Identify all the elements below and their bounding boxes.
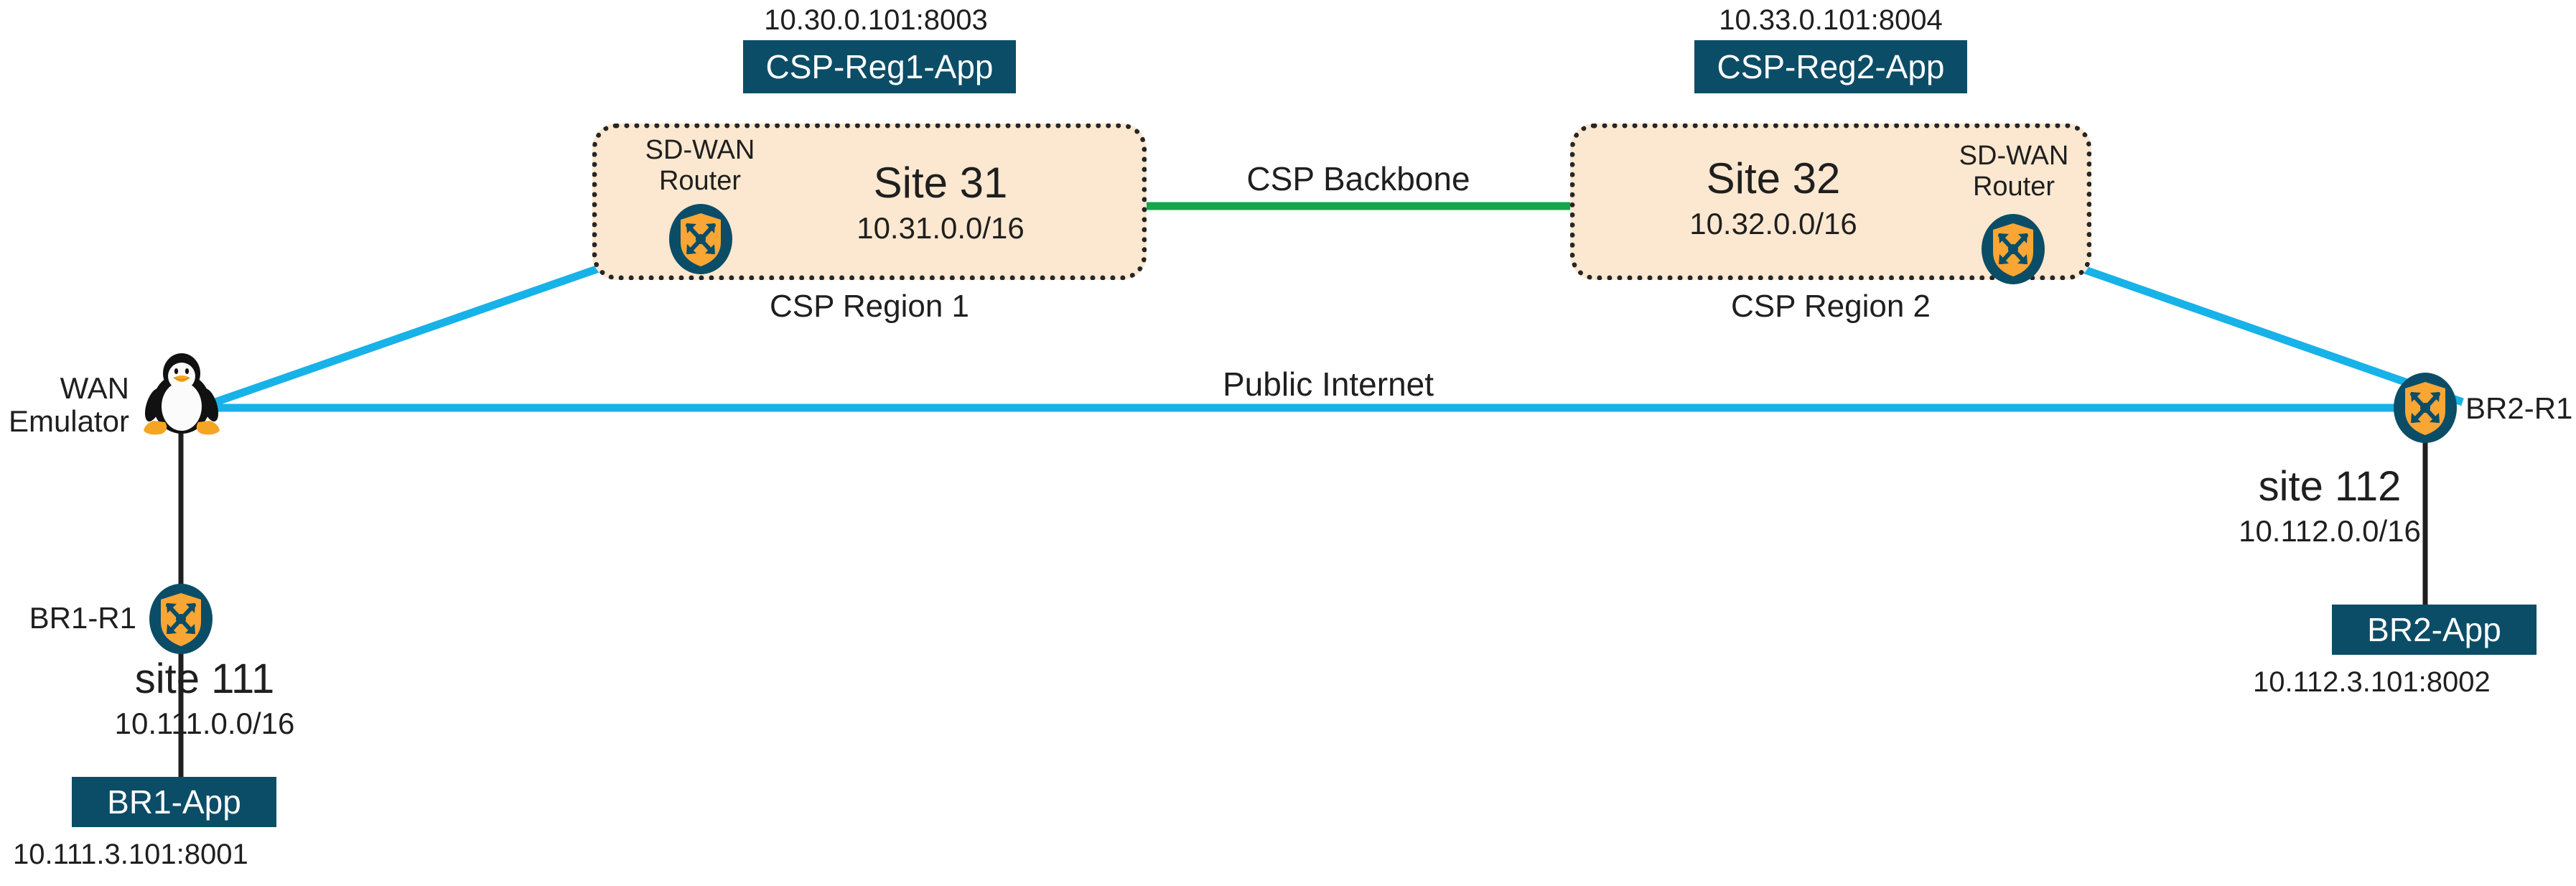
csp-reg1-app-chip[interactable]: CSP-Reg1-App [743,40,1016,93]
sdwan-router-icon[interactable] [1980,213,2046,285]
csp-region-1-site-cidr: 10.31.0.0/16 [857,211,1025,245]
sdwan-router-icon[interactable] [148,583,214,655]
sdwan-label-line2: Router [1972,171,2055,202]
sdwan-router-icon[interactable] [668,203,734,275]
sdwan-label-line1: SD-WAN [645,135,755,165]
branch-1-site-name: site 111 [134,656,275,702]
csp-region-1-sdwan-router-label: SD-WAN Router [617,135,783,196]
csp-region-2-site-cidr: 10.32.0.0/16 [1689,207,1857,241]
sdwan-label-line2: Router [658,165,742,196]
linux-penguin-icon[interactable] [138,352,225,438]
br2-r1-label: BR2-R1 [2465,391,2573,425]
br1-r1-label: BR1-R1 [29,601,136,635]
branch-1-site-cidr: 10.111.0.0/16 [114,707,295,740]
csp-region-2-site-title: Site 32 [1706,154,1841,202]
csp-region-1-caption: CSP Region 1 [769,289,970,324]
public-internet-caption: Public Internet [1222,365,1434,403]
br2-app-endpoint: 10.112.3.101:8002 [2253,666,2491,698]
csp-reg2-app-endpoint: 10.33.0.101:8004 [1719,4,1943,36]
csp-region-2-sdwan-router-label: SD-WAN Router [1931,141,2096,202]
csp-region-2-router-icon-wrap[interactable] [1980,213,2046,285]
csp-reg1-app-endpoint: 10.30.0.101:8003 [764,4,988,36]
wan-emulator-label-line1: WAN [60,371,129,405]
br1-app-endpoint: 10.111.3.101:8001 [13,839,248,870]
branch-2-site-name: site 112 [2258,463,2402,510]
csp-region-1-router-icon-wrap[interactable] [668,203,734,275]
br2-app-chip[interactable]: BR2-App [2332,605,2537,655]
csp-region-1-site-title: Site 31 [873,159,1008,207]
wan-emulator-label: WAN Emulator [0,371,129,439]
csp-reg2-app-chip[interactable]: CSP-Reg2-App [1694,40,1967,93]
csp-backbone-caption: CSP Backbone [1246,160,1470,197]
sdwan-router-icon[interactable] [2392,372,2458,444]
csp-region-2-caption: CSP Region 2 [1730,289,1931,324]
wan-emulator-icon-wrap[interactable] [138,352,225,438]
branch-2-site-cidr: 10.112.0.0/16 [2239,514,2421,548]
br1-app-chip[interactable]: BR1-App [72,777,276,827]
sdwan-label-line1: SD-WAN [1959,141,2069,171]
wan-emulator-label-line2: Emulator [8,404,129,439]
br1-r1-icon-wrap[interactable] [148,583,214,655]
br2-r1-icon-wrap[interactable] [2392,372,2458,444]
